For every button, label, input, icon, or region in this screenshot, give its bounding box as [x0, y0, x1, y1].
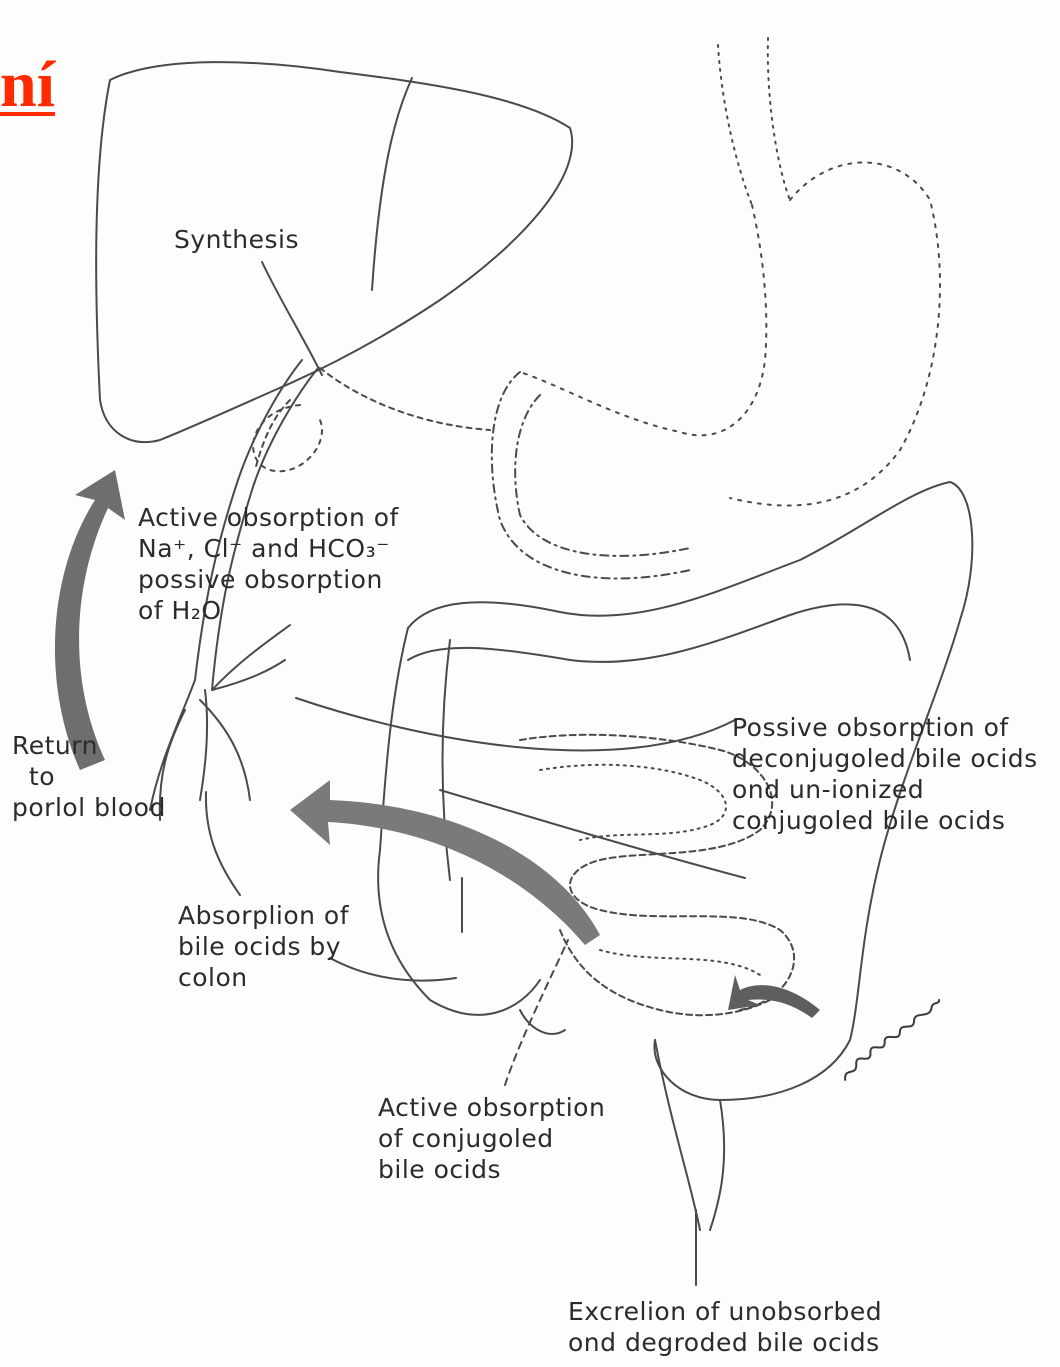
label-synthesis: Synthesis: [174, 224, 299, 255]
pointer-synthesis: [262, 262, 322, 375]
liver: [96, 62, 572, 442]
label-active-conjugated: Active obsorption of conjugoled bile oci…: [378, 1092, 605, 1185]
pointer-return: [206, 792, 240, 895]
label-passive-absorption: Possive obsorption of deconjugoled bile …: [732, 712, 1038, 836]
pointer-passive-upper: [296, 698, 735, 750]
rectum: [655, 1040, 724, 1230]
intestinal-flow-arrow: [728, 975, 820, 1018]
pointer-active-conjugated: [505, 940, 568, 1085]
label-active-absorption-biliary: Active obsorption of Na⁺, Cl⁻ and HCO₃⁻ …: [138, 502, 399, 626]
small-intestine-inner: [540, 765, 760, 975]
liver-lobe-line: [372, 78, 412, 290]
label-return-portal: Return to porlol blood: [12, 730, 166, 823]
duodenum: [492, 372, 690, 578]
stomach: [520, 163, 940, 506]
esophagus: [718, 38, 790, 205]
label-excretion: Excrelion of unobsorbed ond degroded bil…: [568, 1296, 882, 1358]
transverse-colon-lower: [408, 604, 910, 662]
return-arrow: [55, 470, 125, 770]
portal-vein-branches: [150, 625, 290, 820]
label-colon-absorption: Absorplion of bile ocids by colon: [178, 900, 349, 993]
